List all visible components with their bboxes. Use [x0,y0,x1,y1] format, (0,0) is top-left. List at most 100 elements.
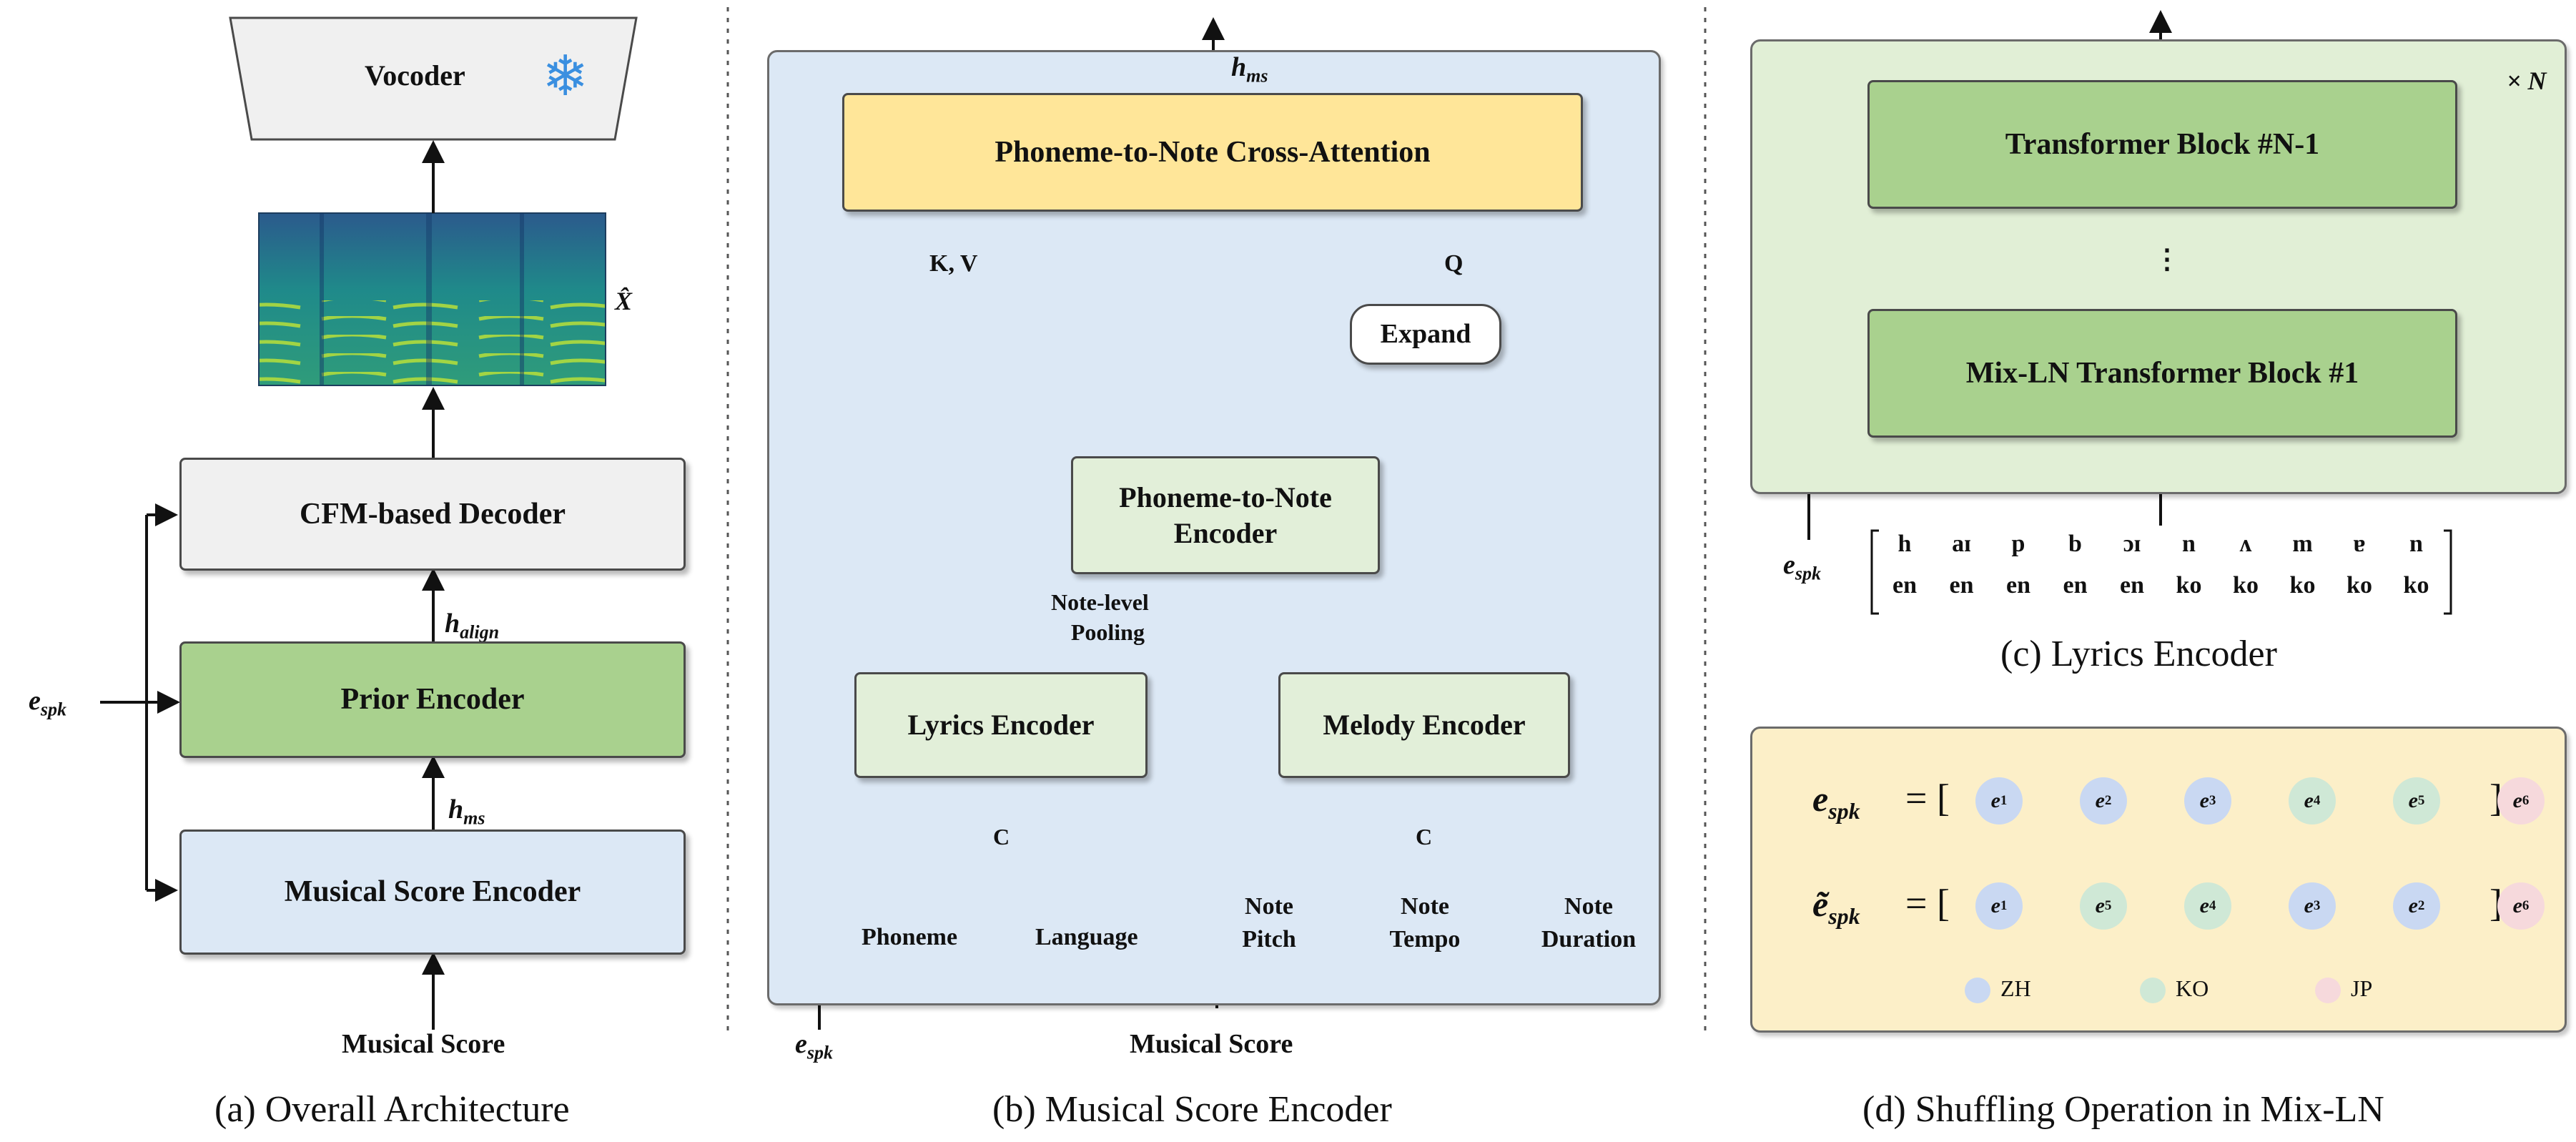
spectrogram-image [258,212,606,386]
language-cell: ko [2346,572,2372,599]
snowflake-icon: ❄ [542,45,589,107]
phoneme-cell: ɔɪ [2123,531,2141,557]
language-input: Language [1035,924,1138,950]
h-align-label: halign [445,608,499,644]
phoneme-cell: m [2292,531,2313,557]
phoneme-cell: n [2182,531,2196,557]
note-tempo-line1: Note [1401,893,1449,920]
e-spk-symbol-c: e [1783,550,1795,580]
e-spk-shuffled-row-label: ẽspk [1812,883,1860,930]
row2-open-bracket: = [ [1905,882,1950,925]
note-tempo-input: Note Tempo [1388,890,1461,956]
language-cell: en [1949,572,1974,599]
e-spk-symbol-a: e [29,686,41,716]
vocoder-shape [229,16,638,141]
caption-c: (c) Lyrics Encoder [2000,634,2277,674]
h-align-subscript: align [460,621,500,643]
legend-label: JP [2351,975,2373,1001]
p2n-line1: Phoneme-to-Note [1119,481,1332,513]
e-spk-subscript-b: spk [806,1042,833,1063]
prior-encoder-box: Prior Encoder [179,641,686,758]
e-spk-shuffled-subscript: spk [1828,903,1860,929]
musical-score-encoder-box: Musical Score Encoder [179,830,686,955]
phoneme-cell: p [2011,531,2025,557]
e-spk-row-label: espk [1812,778,1860,824]
e-spk-subscript-c: spk [1795,563,1821,584]
language-cell: ko [2289,572,2316,599]
h-ms-label-b: hms [1231,51,1268,87]
language-cell: ko [2176,572,2202,599]
legend-swatch [2315,978,2341,1003]
legend-swatch [1965,978,1990,1003]
transformer-block-n-1: Transformer Block #N-1 [1867,80,2457,209]
note-duration-line1: Note [1564,893,1613,920]
e-spk-row-symbol: e [1812,779,1829,819]
h-ms-label-a: hms [448,794,485,830]
lyrics-encoder-box: Lyrics Encoder [854,672,1148,778]
e-spk-symbol-b: e [795,1029,807,1059]
kv-label: K, V [929,250,978,277]
phoneme-input: Phoneme [862,924,958,950]
note-level-pooling-label: Note-level Pooling [1051,588,1149,647]
musical-score-input-a: Musical Score [342,1029,505,1059]
phoneme-cell: aɪ [1952,531,1971,557]
q-label: Q [1444,250,1464,277]
e-spk-label-a: espk [29,685,66,721]
language-cell: ko [2233,572,2259,599]
vocoder-label: Vocoder [365,59,465,92]
ellipsis-icon: ⋮ [2153,245,2181,275]
pooling-line1: Note-level [1051,589,1149,615]
language-cell: en [2063,572,2088,599]
phoneme-cell: h [1898,531,1912,557]
expand-box: Expand [1350,304,1501,365]
note-duration-line2: Duration [1541,925,1637,953]
pooling-line2: Pooling [1070,619,1145,645]
note-pitch-input: Note Pitch [1237,890,1301,956]
h-align-symbol: h [445,609,460,639]
times-n-label: × N [2507,67,2547,95]
e-spk-subscript-a: spk [40,699,66,720]
musical-score-input-b: Musical Score [1130,1029,1293,1059]
phoneme-to-note-encoder-box: Phoneme-to-Note Encoder [1071,456,1380,574]
phoneme-cell: ʌ [2239,531,2252,557]
e-spk-label-c: espk [1783,549,1821,585]
cfm-decoder-box: CFM-based Decoder [179,458,686,571]
e-spk-shuffled-symbol: ẽ [1812,884,1829,924]
melody-encoder-box: Melody Encoder [1278,672,1570,778]
phoneme-cell: ɐ [2353,531,2366,557]
caption-b: (b) Musical Score Encoder [992,1089,1392,1130]
h-ms-subscript-a: ms [463,807,485,829]
mix-ln-transformer-block-1: Mix-LN Transformer Block #1 [1867,309,2457,438]
h-ms-symbol-b: h [1231,52,1247,82]
note-duration-input: Note Duration [1539,890,1639,956]
e-spk-row-subscript: spk [1828,798,1860,824]
phoneme-cell: b [2068,531,2082,557]
phoneme-cell: n [2409,531,2423,557]
note-pitch-line2: Pitch [1242,925,1296,953]
legend-label: KO [2176,975,2209,1001]
language-cell: en [2006,572,2030,599]
legend-swatch [2140,978,2166,1003]
h-ms-subscript-b: ms [1246,65,1268,87]
cross-attention-box: Phoneme-to-Note Cross-Attention [842,93,1583,212]
note-pitch-line1: Note [1245,893,1293,920]
note-tempo-line2: Tempo [1389,925,1461,953]
concat-symbol-right: C [1416,824,1433,850]
p2n-line2: Encoder [1173,516,1278,549]
mel-spectrogram-label: X̂ [615,287,633,315]
caption-a: (a) Overall Architecture [214,1089,570,1130]
row1-open-bracket: = [ [1905,777,1950,819]
h-ms-symbol-a: h [448,794,464,824]
language-cell: ko [2403,572,2429,599]
